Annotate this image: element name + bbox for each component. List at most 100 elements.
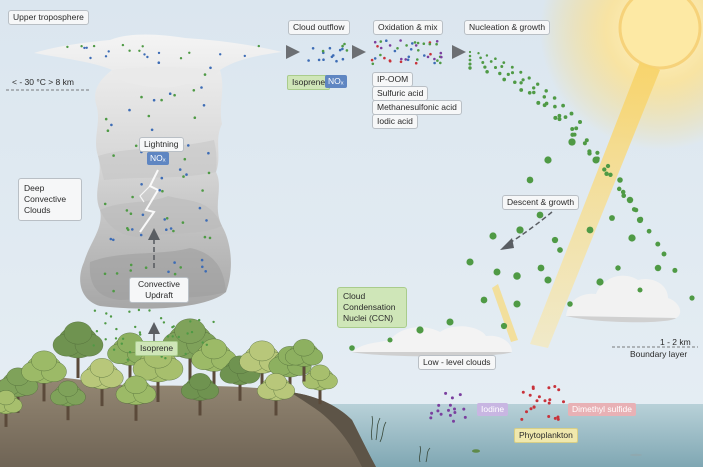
nucleation-particle	[527, 76, 531, 80]
ccn-particle	[537, 264, 545, 272]
cloud-particle	[169, 227, 173, 230]
cloud-particle	[140, 95, 143, 99]
dms-particle	[547, 401, 551, 405]
anvil-particle	[157, 51, 161, 55]
nucleation-particle	[542, 95, 547, 99]
ccn-particle	[586, 226, 594, 234]
ccn-particle	[480, 296, 488, 304]
outflow-particle	[341, 44, 344, 48]
cloud-particle	[147, 114, 151, 118]
anvil-particle	[143, 53, 146, 56]
mix-particle	[413, 41, 417, 44]
nucleation-particle	[485, 70, 489, 74]
tree-canopy	[89, 358, 115, 378]
mix-particle	[399, 60, 403, 64]
tree-trunk	[134, 400, 138, 421]
dms-particle	[535, 399, 539, 403]
tree-canopy	[293, 339, 315, 357]
nox-top-badge: NOₓ	[325, 75, 347, 88]
isoprene-particle	[137, 308, 141, 312]
cloud-particle	[160, 98, 163, 102]
nucleation-particle	[563, 115, 568, 119]
ccn-particle	[466, 258, 474, 266]
dms-particle	[543, 399, 547, 403]
lightning-bolt	[139, 169, 160, 233]
nucleation-particle	[557, 117, 562, 122]
nucleation-particle	[536, 82, 540, 86]
cloud-particle	[126, 227, 129, 230]
ccn-particle	[489, 232, 497, 240]
tree-trunk	[76, 352, 80, 378]
dms-particle	[537, 395, 541, 399]
fish-icon-small	[630, 453, 642, 457]
arrow-nucleation	[452, 45, 466, 59]
anvil-particle	[128, 49, 131, 52]
cloud-particle	[109, 237, 113, 241]
land-edge	[290, 392, 376, 467]
cloud-particle	[203, 235, 207, 239]
nucleation-particle	[468, 58, 472, 62]
isoprene-particle	[198, 318, 201, 322]
cloud-particle	[139, 233, 143, 237]
ccn-particle	[654, 264, 662, 272]
cloud-particle	[208, 236, 212, 240]
nucleation-particle	[519, 81, 523, 85]
nucleation-particle	[510, 65, 514, 69]
nucleation-particle	[477, 52, 480, 55]
isoprene-particle	[166, 335, 170, 338]
ccn-particle	[416, 326, 424, 334]
tree	[21, 350, 67, 402]
boundary-height-label: 1 - 2 km	[660, 337, 691, 347]
ccn-particle	[544, 156, 552, 164]
cloud-particle	[201, 265, 204, 269]
mix-particle	[383, 56, 386, 60]
boundary-layer-label: Boundary layer	[630, 349, 688, 359]
mix-particle	[417, 49, 420, 52]
cloud-particle	[140, 183, 143, 186]
nucleation-particle	[500, 65, 504, 68]
nucleation-particle	[483, 65, 487, 69]
mix-particle	[393, 49, 397, 53]
isoprene-particle	[201, 341, 204, 344]
isoprene-particle	[95, 330, 99, 333]
nucleation-growth-label: Nucleation & growth	[464, 20, 551, 35]
dms-particle	[556, 415, 560, 419]
mix-particle	[429, 52, 432, 56]
isoprene-particle	[92, 344, 95, 347]
iodine-particle	[448, 413, 452, 417]
iodine-particle	[448, 403, 452, 407]
nucleation-particle	[468, 54, 472, 58]
cloud-particle	[157, 61, 161, 64]
cloud-particle	[185, 173, 188, 176]
sun-beam	[530, 62, 660, 348]
cloud-particle	[173, 272, 177, 276]
iodine-particle	[447, 408, 450, 412]
anvil-particle	[92, 44, 96, 48]
tree	[80, 358, 124, 407]
ccn-particle	[349, 345, 355, 351]
cloud-particle	[158, 188, 161, 192]
nucleation-particle	[542, 103, 547, 108]
cloud-particle	[200, 258, 204, 262]
nucleation-particle	[672, 267, 678, 273]
tree	[257, 373, 295, 416]
isoprene-particle	[114, 337, 118, 340]
isoprene-particle	[160, 355, 163, 358]
nucleation-particle	[557, 113, 562, 118]
isoprene-particle	[93, 309, 97, 312]
tree-canopy	[310, 364, 331, 381]
cloud-particle	[163, 218, 166, 221]
cloud-particle	[192, 89, 196, 92]
oxidation-mix-label: Oxidation & mix	[373, 20, 443, 35]
ccn-particle	[544, 276, 552, 284]
cloud-particle	[181, 221, 185, 224]
isoprene-particle	[112, 348, 116, 351]
descent-growth-label: Descent & growth	[502, 195, 580, 210]
anvil-particle	[80, 45, 83, 48]
cloud-particle	[172, 229, 175, 233]
tree-trunk	[274, 396, 278, 416]
mix-particle	[388, 59, 392, 63]
cloud-particle	[103, 202, 107, 206]
tree-trunk	[42, 378, 46, 402]
